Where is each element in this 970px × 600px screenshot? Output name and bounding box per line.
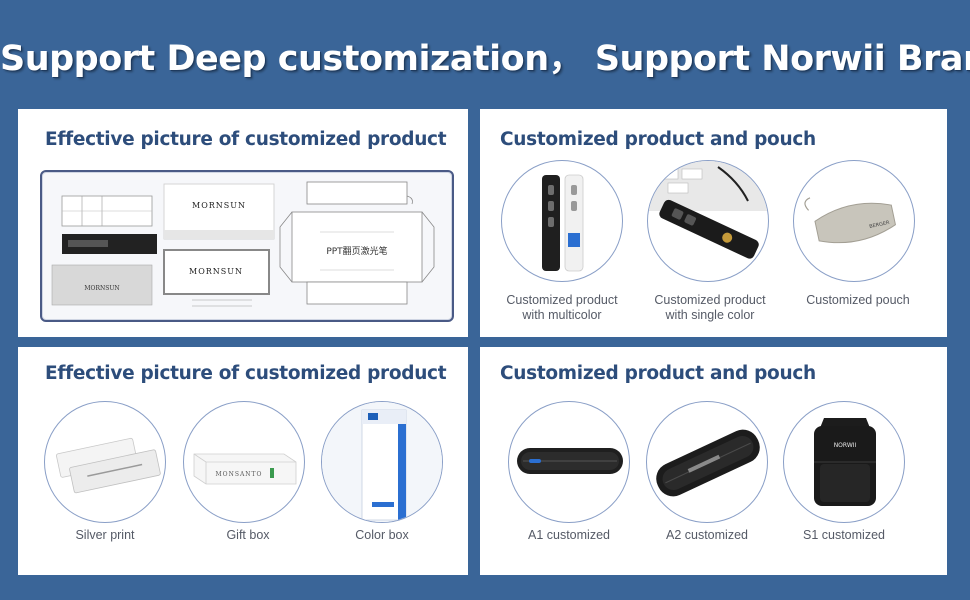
drawing-ppt-text: PPT翻页激光笔 (326, 245, 387, 257)
drawing-brand-1: MORNSUN (192, 201, 246, 210)
panel-title: Customized product and pouch (500, 129, 816, 150)
color-box-image (321, 401, 443, 523)
a2-case-image (646, 401, 768, 523)
caption-s1: S1 customized (803, 528, 885, 542)
caption-line: with multicolor (522, 308, 602, 322)
caption-a2: A2 customized (666, 528, 748, 542)
caption-a1: A1 customized (528, 528, 610, 542)
drawing-brand-2: MORNSUN (189, 267, 243, 276)
panel-title: Effective picture of customized product (45, 363, 447, 384)
caption-gift-box: Gift box (226, 528, 270, 542)
caption-line: Customized pouch (806, 293, 910, 307)
panel-title: Effective picture of customized product (45, 129, 447, 150)
caption-single-color: Customized product with single color (630, 293, 790, 323)
panel-customized-picture-bottom: Effective picture of customized product … (18, 347, 468, 575)
packaging-drawing: MORNSUN MORNSUN MORNSUN PPT翻页激光笔 (40, 170, 454, 322)
s1-logo-text: NORWII (834, 442, 857, 449)
caption-color-box: Color box (355, 528, 409, 542)
caption-silver-print: Silver print (75, 528, 135, 542)
a1-case-image (508, 401, 630, 523)
customized-pouch-image: BERGER (793, 160, 915, 282)
svg-text:BERGER: BERGER (869, 220, 891, 230)
caption-line: Customized product (654, 293, 766, 307)
panel-customized-product-pouch-bottom: Customized product and pouch A1 customiz… (480, 347, 947, 575)
packaging-drawing-image: MORNSUN MORNSUN MORNSUN PPT翻页激光笔 (51, 181, 435, 307)
s1-case-image: NORWII (783, 401, 905, 523)
single-color-product-image (647, 160, 769, 282)
page-headline: Support Deep customization， Support Norw… (0, 39, 970, 79)
silver-print-image (44, 401, 166, 523)
gift-box-image: MONSANTO (183, 401, 305, 523)
panel-title: Customized product and pouch (500, 363, 816, 384)
drawing-brand-3: MORNSUN (84, 285, 119, 292)
gift-box-text: MONSANTO (216, 471, 263, 478)
caption-multicolor: Customized product with multicolor (482, 293, 642, 323)
caption-line: with single color (665, 308, 755, 322)
caption-line: Customized product (506, 293, 618, 307)
panel-customized-picture-top: Effective picture of customized product … (18, 109, 468, 337)
caption-pouch: Customized pouch (778, 293, 938, 308)
multicolor-product-image (501, 160, 623, 282)
panel-customized-product-pouch-top: Customized product and pouch Customized … (480, 109, 947, 337)
